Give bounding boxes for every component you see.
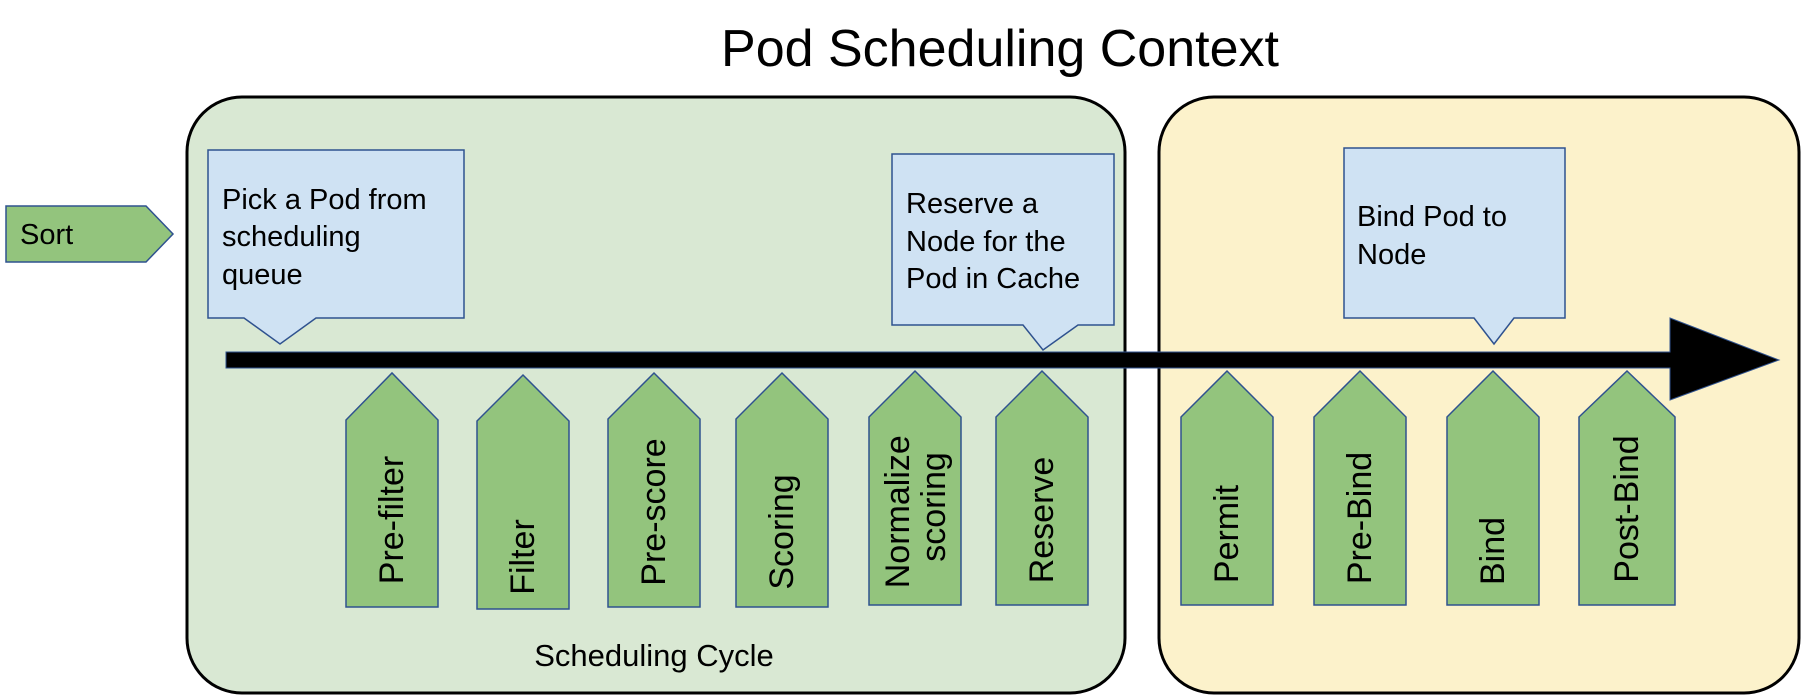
stage-pre-score: Pre-score [607,371,701,608]
callout-reserve-node-line-1: Reserve a [906,188,1039,220]
stage-permit: Permit [1180,369,1274,606]
stage-scoring: Scoring [735,371,829,608]
stage-post-bind-label: Post-Bind [1608,435,1646,582]
callout-reserve-node-line-3: Pod in Cache [906,263,1080,295]
callout-pick-pod: Pick a Pod from scheduling queue [207,149,465,345]
stage-filter: Filter [476,373,570,610]
stage-scoring-label: Scoring [763,474,801,589]
sort-shape [5,205,175,263]
stage-reserve-shape [995,369,1089,606]
stage-normalize-scoring-line-2: scoring [915,452,953,562]
callout-pick-pod-shape [207,149,465,345]
stage-filter-shape [476,373,570,610]
stage-reserve: Reserve [995,369,1089,606]
stage-bind-label: Bind [1474,517,1512,585]
callout-pick-pod-line-2: scheduling [222,221,361,253]
stage-permit-shape [1180,369,1274,606]
stage-bind-shape [1446,369,1540,606]
binding-stages: Permit Pre-Bind Bind Post-Bind [1180,369,1676,606]
timeline-arrow [225,317,1781,401]
stage-filter-label: Filter [504,519,542,595]
stage-reserve-label: Reserve [1023,457,1061,584]
sort-step: Sort [5,205,175,263]
callout-bind-pod-text: Bind Pod to Node [1357,201,1515,271]
stage-pre-score-shape [607,371,701,608]
stage-pre-bind-shape [1313,369,1407,606]
stage-normalize-scoring: Normalize scoring [868,369,962,606]
stage-pre-filter-shape [345,371,439,608]
stage-post-bind-shape [1578,369,1676,606]
callout-bind-pod-line-1: Bind Pod to [1357,201,1507,233]
callout-reserve-node-line-2: Node for the [906,226,1066,258]
stage-normalize-scoring-label: Normalize scoring [879,426,953,589]
callout-pick-pod-line-1: Pick a Pod from [222,184,427,216]
scheduling-cycle-caption: Scheduling Cycle [534,638,774,673]
stage-pre-bind-label: Pre-Bind [1341,452,1379,584]
stage-pre-score-label: Pre-score [635,438,673,585]
scheduling-stages: Pre-filter Filter Pre-score Scoring Norm… [345,369,1089,610]
callout-bind-pod-shape [1343,147,1566,346]
stage-bind: Bind [1446,369,1540,606]
callout-bind-pod-line-2: Node [1357,239,1426,271]
callout-reserve-node-text: Reserve a Node for the Pod in Cache [906,188,1080,295]
callout-pick-pod-line-3: queue [222,259,303,291]
stage-pre-bind: Pre-Bind [1313,369,1407,606]
stage-pre-filter-label: Pre-filter [373,456,411,584]
callout-reserve-node: Reserve a Node for the Pod in Cache [891,153,1115,352]
stage-normalize-scoring-shape [868,369,962,606]
stage-permit-label: Permit [1208,484,1246,583]
callout-reserve-node-shape [891,153,1115,352]
diagram-title: Pod Scheduling Context [721,20,1279,78]
sort-label: Sort [20,219,73,251]
stage-normalize-scoring-line-1: Normalize [879,435,917,588]
stage-scoring-shape [735,371,829,608]
callout-pick-pod-text: Pick a Pod from scheduling queue [222,184,435,291]
stage-post-bind: Post-Bind [1578,369,1676,606]
stage-pre-filter: Pre-filter [345,371,439,608]
callout-bind-pod: Bind Pod to Node [1343,147,1566,346]
